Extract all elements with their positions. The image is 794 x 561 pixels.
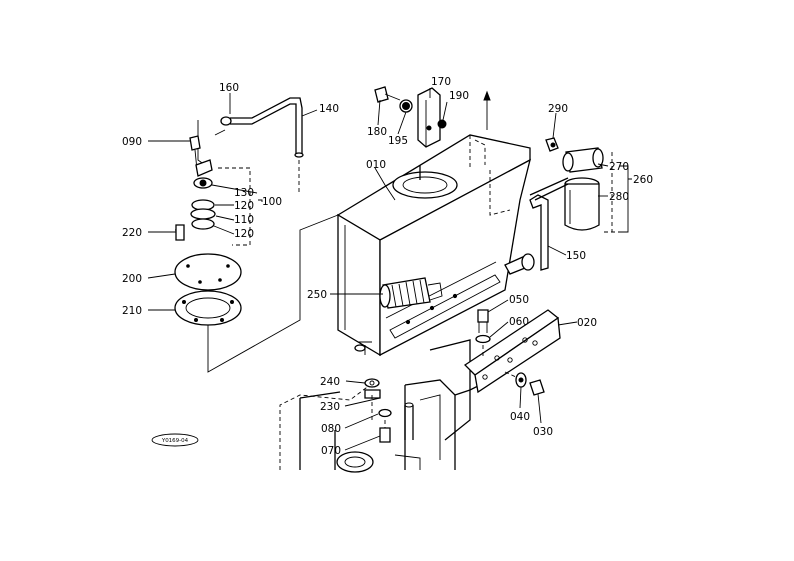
label-195: 195	[388, 135, 408, 147]
label-100: 100	[262, 196, 282, 208]
line-filter	[545, 137, 622, 233]
suction-pipe	[197, 97, 304, 195]
label-050: 050	[509, 294, 529, 306]
label-150: 150	[566, 250, 586, 262]
drawing-code: Y0169-04	[161, 438, 189, 444]
breather-assembly	[374, 86, 491, 148]
label-120-upper: 120	[234, 200, 254, 212]
tractor-frame	[279, 339, 501, 473]
label-290: 290	[548, 103, 568, 115]
label-200: 200	[122, 273, 142, 285]
label-130: 130	[234, 187, 254, 199]
label-170: 170	[431, 76, 451, 88]
drawing-code-stamp: Y0169-04	[151, 433, 199, 447]
hydraulic-tank	[336, 134, 535, 357]
label-020: 020	[577, 317, 597, 329]
label-080: 080	[321, 423, 341, 435]
label-040: 040	[510, 411, 530, 423]
label-250: 250	[307, 289, 327, 301]
mounting-bracket	[463, 309, 561, 394]
bottom-bolts	[354, 341, 392, 443]
label-190: 190	[449, 90, 469, 102]
label-110: 110	[234, 214, 254, 226]
label-140: 140	[319, 103, 339, 115]
hose-150	[529, 177, 569, 271]
label-230: 230	[320, 401, 340, 413]
label-260: 260	[633, 174, 653, 186]
label-160: 160	[219, 82, 239, 94]
label-210: 210	[122, 305, 142, 317]
part-labels: 160 140 090 130 100 120 110 120 220 200 …	[122, 76, 653, 457]
label-270: 270	[609, 161, 629, 173]
callout-leaders	[147, 88, 632, 451]
label-120-lower: 120	[234, 228, 254, 240]
label-060: 060	[509, 316, 529, 328]
label-010: 010	[366, 159, 386, 171]
label-070: 070	[321, 445, 341, 457]
label-220: 220	[122, 227, 142, 239]
bolt-050	[475, 309, 491, 358]
suction-flange-assembly	[174, 135, 339, 373]
label-030: 030	[533, 426, 553, 438]
label-240: 240	[320, 376, 340, 388]
label-180: 180	[367, 126, 387, 138]
suction-strainer	[379, 277, 443, 309]
label-090: 090	[122, 136, 142, 148]
bolt-030	[504, 371, 545, 396]
label-280: 280	[609, 191, 629, 203]
